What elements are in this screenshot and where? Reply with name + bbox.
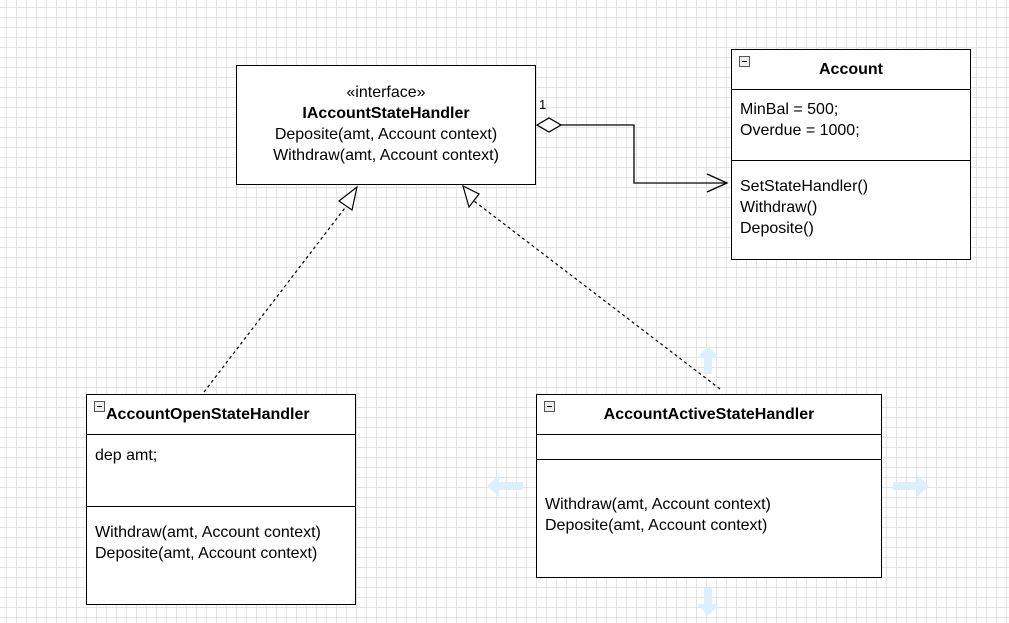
- active-handler-methods: Withdraw(amt, Account context) Deposite(…: [537, 460, 881, 536]
- aggregation-line[interactable]: [561, 124, 727, 184]
- aggregation-diamond: [535, 117, 563, 133]
- method: Withdraw(amt, Account context): [545, 496, 771, 513]
- interface-name: IAccountStateHandler: [302, 105, 470, 122]
- realization-arrowhead-open: [337, 185, 358, 212]
- method: SetStateHandler(): [740, 178, 869, 195]
- method: Withdraw(): [740, 199, 818, 216]
- collapse-icon[interactable]: [739, 56, 750, 67]
- realization-line-active[interactable]: [473, 200, 721, 390]
- active-handler-class-name: AccountActiveStateHandler: [603, 406, 815, 423]
- arrow-down-hint-icon[interactable]: [697, 588, 719, 616]
- open-handler-header: AccountOpenStateHandler: [87, 395, 355, 435]
- multiplicity-label: 1: [539, 97, 547, 112]
- interface-class-box[interactable]: «interface» IAccountStateHandler Deposit…: [236, 65, 536, 185]
- method: Deposite(amt, Account context): [95, 545, 318, 562]
- active-handler-attributes: [537, 435, 881, 460]
- association-arrowhead: [706, 173, 729, 193]
- active-handler-header: AccountActiveStateHandler: [537, 395, 881, 435]
- method: Deposite(): [740, 220, 814, 237]
- interface-stereotype: «interface»: [346, 84, 426, 101]
- open-handler-class-name: AccountOpenStateHandler: [106, 406, 310, 423]
- open-handler-attributes: dep amt;: [87, 435, 355, 507]
- realization-arrowhead-active: [462, 184, 480, 209]
- account-class-name: Account: [819, 61, 883, 78]
- arrow-left-hint-icon[interactable]: [487, 475, 523, 497]
- collapse-icon[interactable]: [94, 401, 105, 412]
- interface-method: Withdraw(amt, Account context): [273, 147, 499, 164]
- account-class-box[interactable]: Account MinBal = 500; Overdue = 1000; Se…: [731, 49, 971, 260]
- interface-method: Deposite(amt, Account context): [274, 126, 498, 143]
- arrow-right-hint-icon[interactable]: [893, 475, 929, 497]
- attribute: MinBal = 500;: [740, 101, 839, 118]
- attribute: dep amt;: [95, 447, 158, 464]
- active-handler-class-box[interactable]: AccountActiveStateHandler Withdraw(amt, …: [536, 394, 882, 578]
- attribute: Overdue = 1000;: [740, 122, 860, 139]
- realization-line-open[interactable]: [203, 199, 352, 393]
- collapse-icon[interactable]: [544, 401, 555, 412]
- method: Deposite(amt, Account context): [545, 517, 768, 534]
- open-handler-methods: Withdraw(amt, Account context) Deposite(…: [87, 507, 355, 564]
- account-class-header: Account: [732, 50, 970, 90]
- account-attributes: MinBal = 500; Overdue = 1000;: [732, 90, 970, 161]
- arrow-up-hint-icon[interactable]: [697, 346, 719, 374]
- method: Withdraw(amt, Account context): [95, 524, 321, 541]
- open-handler-class-box[interactable]: AccountOpenStateHandler dep amt; Withdra…: [86, 394, 356, 605]
- account-methods: SetStateHandler() Withdraw() Deposite(): [732, 161, 970, 239]
